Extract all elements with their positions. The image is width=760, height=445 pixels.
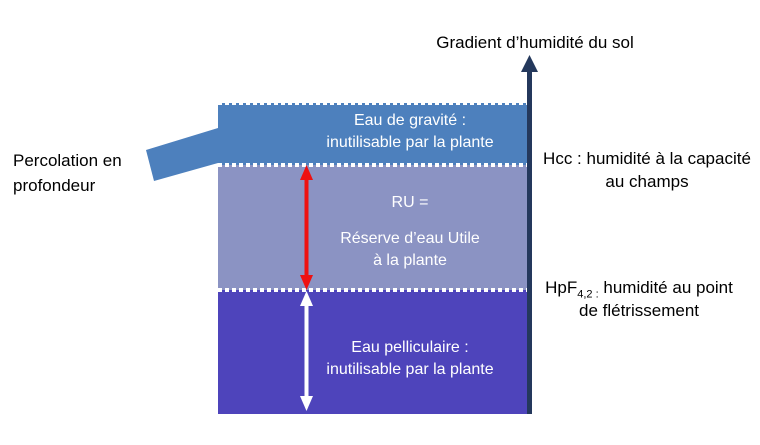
hcc-label-line: au champs: [605, 172, 689, 191]
band-reserve-eau-utile: [218, 165, 527, 290]
band-label-line: Eau de gravité :: [353, 112, 467, 129]
band-label-line: à la plante: [373, 252, 447, 269]
hpf-label-line: HpF4,2 : humidité au point: [526, 276, 752, 301]
band-label-line: Eau pelliculaire :: [351, 339, 469, 356]
gradient-axis-arrowhead-icon: [521, 55, 538, 72]
band-label-eau-pelliculaire: Eau pelliculaire : inutilisable par la p…: [293, 337, 527, 381]
hpf-rest: humidité au point: [598, 278, 733, 297]
hpf-subscript: 4,2 :: [577, 288, 599, 301]
hpf-label-line: de flétrissement: [579, 301, 699, 320]
hpf-label: HpF4,2 : humidité au point de flétrissem…: [526, 276, 752, 322]
boundary-dotted-top: [218, 101, 528, 105]
band-label-line: Réserve d’eau Utile: [340, 230, 480, 247]
band-label-line: RU =: [391, 194, 429, 211]
axis-title-text: Gradient d’humidité du sol: [436, 33, 634, 52]
percolation-label-line: Percolation en: [13, 151, 122, 170]
band-eau-pelliculaire: [218, 290, 527, 414]
axis-title: Gradient d’humidité du sol: [410, 31, 660, 54]
band-eau-de-gravite: [218, 103, 527, 165]
band-label-reserve-eau-utile: RU = Réserve d’eau Utile à la plante: [293, 192, 527, 272]
band-label-line: inutilisable par la plante: [326, 134, 494, 151]
boundary-dotted-hpf: [218, 288, 528, 292]
boundary-dotted-hcc: [218, 163, 528, 167]
hpf-prefix: HpF: [545, 278, 578, 297]
band-label-line: inutilisable par la plante: [326, 361, 494, 378]
percolation-label-line: profondeur: [13, 176, 96, 195]
hcc-label: Hcc : humidité à la capacité au champs: [533, 147, 760, 193]
percolation-label: Percolation en profondeur: [13, 148, 173, 198]
band-label-eau-de-gravite: Eau de gravité : inutilisable par la pla…: [293, 110, 527, 154]
hcc-label-line: Hcc : humidité à la capacité: [543, 149, 751, 168]
